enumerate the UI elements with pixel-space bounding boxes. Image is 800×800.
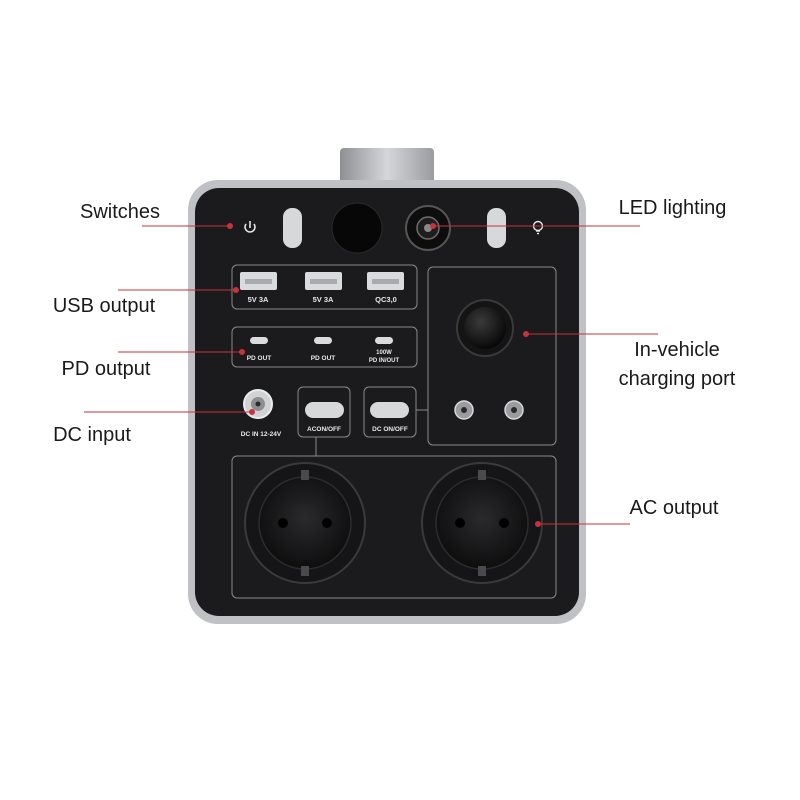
usb-label-1: 5V 3A (248, 295, 269, 304)
usb-label-2: 5V 3A (313, 295, 334, 304)
pd-inout-label-1: 100W (376, 350, 392, 356)
pd-group-box (231, 326, 418, 368)
usb-port[interactable] (367, 272, 404, 290)
callout-ac-output: AC output (629, 497, 719, 519)
vehicle-group-box (427, 266, 557, 446)
callout-usb-output: USB output (52, 295, 156, 317)
pd-label-2: PD OUT (311, 355, 336, 362)
power-switch[interactable] (283, 208, 302, 248)
dc-in-label: DC IN 12-24V (241, 431, 282, 438)
callout-dot-pd (239, 349, 245, 355)
round-button[interactable] (331, 202, 383, 254)
usb-port[interactable] (240, 272, 277, 290)
dc-switch-box (363, 386, 417, 438)
usb-c-port[interactable] (250, 337, 268, 344)
usb-port[interactable] (305, 272, 342, 290)
dc5521-port[interactable] (454, 400, 474, 420)
callout-led-lighting: LED lighting (618, 197, 727, 219)
callout-pd-output: PD output (61, 358, 151, 380)
callout-dc-input: DC input (53, 424, 131, 446)
power-icon (244, 221, 256, 233)
ac-switch-box (297, 386, 351, 438)
callout-in-vehicle-line2: charging port (618, 368, 736, 390)
ac-socket-right[interactable] (421, 462, 543, 584)
callout-switches: Switches (79, 201, 161, 223)
dc-switch[interactable] (370, 402, 409, 418)
ac-switch-label: ACON/OFF (307, 426, 341, 433)
callout-dot-dc (249, 409, 255, 415)
callout-dot-vehicle (523, 331, 529, 337)
ac-socket-left[interactable] (244, 462, 366, 584)
led-switch[interactable] (487, 208, 506, 248)
dc-switch-label: DC ON/OFF (372, 426, 408, 433)
callout-in-vehicle-line1: In-vehicle (634, 339, 720, 361)
usb-c-port[interactable] (375, 337, 393, 344)
dc5521-port[interactable] (504, 400, 524, 420)
callout-dot-ac (535, 521, 541, 527)
ac-group-box (231, 455, 557, 599)
pd-inout-label-2: PD IN/OUT (369, 358, 400, 364)
usb-c-port[interactable] (314, 337, 332, 344)
callout-dot-led (430, 223, 436, 229)
callout-dot-usb (233, 287, 239, 293)
callout-dot-switches (227, 223, 233, 229)
usb-group-box (231, 264, 418, 310)
usb-label-3: QC3,0 (375, 295, 397, 304)
ac-switch[interactable] (305, 402, 344, 418)
pd-label-1: PD OUT (247, 355, 272, 362)
